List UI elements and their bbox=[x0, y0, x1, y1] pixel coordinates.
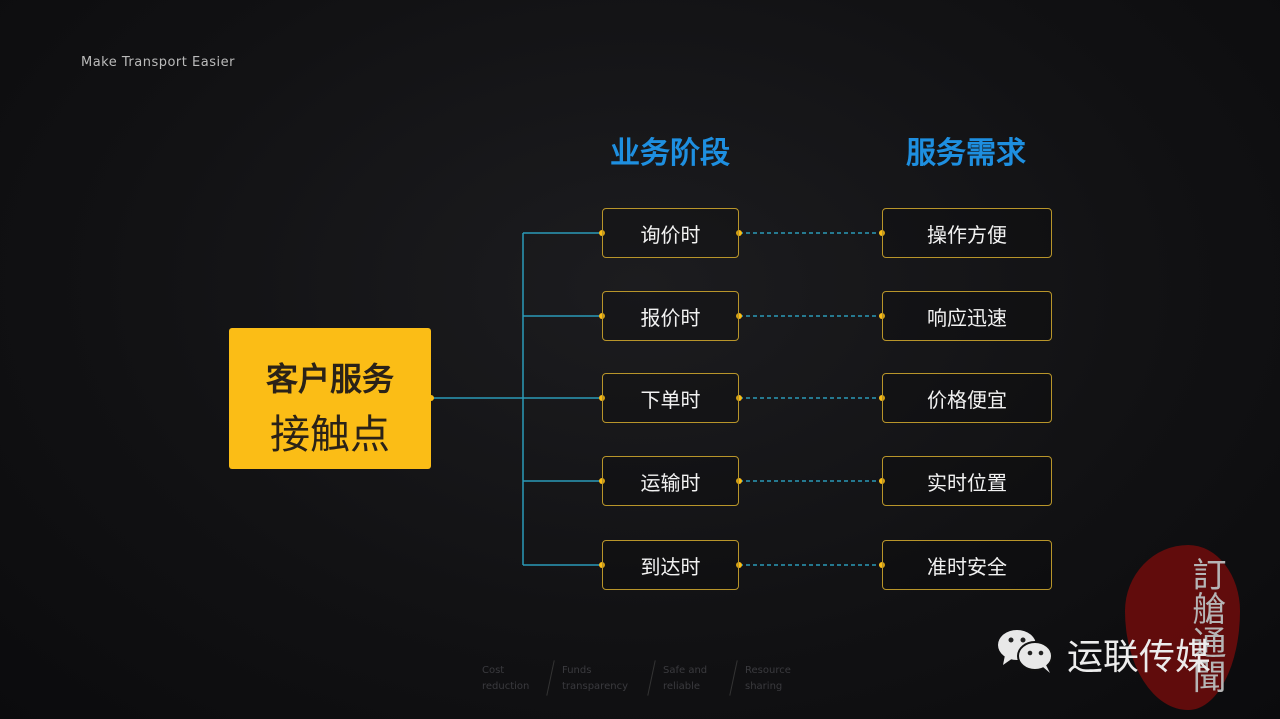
need-label: 价格便宜 bbox=[927, 387, 1007, 412]
footer-item: Funds transparency bbox=[562, 663, 628, 695]
stage-label: 运输时 bbox=[640, 470, 701, 495]
need-label: 响应迅速 bbox=[927, 305, 1007, 330]
stage-box: 到达时 bbox=[602, 540, 739, 590]
footer-line: Cost bbox=[482, 665, 505, 676]
need-box: 价格便宜 bbox=[882, 373, 1052, 423]
need-box: 准时安全 bbox=[882, 540, 1052, 590]
stage-box: 运输时 bbox=[602, 456, 739, 506]
need-label: 准时安全 bbox=[927, 554, 1007, 579]
stage-box: 下单时 bbox=[602, 373, 739, 423]
stage-label: 询价时 bbox=[640, 222, 701, 247]
need-box: 操作方便 bbox=[882, 208, 1052, 258]
footer-item: Safe and reliable bbox=[663, 663, 707, 695]
footer-line: transparency bbox=[562, 681, 628, 692]
footer-line: Safe and bbox=[663, 665, 708, 676]
seal-stamp: 訂艙通聞 bbox=[1125, 545, 1240, 710]
heading-need: 服务需求 bbox=[906, 136, 1026, 171]
core-title: 客户服务 bbox=[265, 360, 394, 398]
need-box: 响应迅速 bbox=[882, 291, 1052, 341]
stage-label: 到达时 bbox=[640, 554, 701, 579]
footer-line: Funds bbox=[562, 665, 592, 676]
need-label: 实时位置 bbox=[927, 470, 1007, 495]
tagline: Make Transport Easier bbox=[81, 55, 235, 70]
footer-line: reduction bbox=[482, 681, 530, 692]
footer-line: sharing bbox=[745, 681, 783, 692]
need-label: 操作方便 bbox=[927, 222, 1007, 247]
connector-dot bbox=[736, 562, 742, 568]
connector-dot bbox=[736, 313, 742, 319]
connector-dot bbox=[736, 230, 742, 236]
stage-label: 报价时 bbox=[640, 305, 701, 330]
footer-line: reliable bbox=[663, 681, 701, 692]
core-subtitle: 接触点 bbox=[270, 412, 390, 458]
footer-line: Resource bbox=[745, 665, 791, 676]
need-box: 实时位置 bbox=[882, 456, 1052, 506]
stage-label: 下单时 bbox=[640, 387, 701, 412]
wechat-icon bbox=[995, 625, 1060, 675]
core-box: 客户服务 接触点 bbox=[229, 328, 431, 469]
connector-dot bbox=[736, 478, 742, 484]
stage-box: 询价时 bbox=[602, 208, 739, 258]
stage-box: 报价时 bbox=[602, 291, 739, 341]
footer-item: Resource sharing bbox=[745, 663, 791, 695]
seal-text: 訂艙通聞 bbox=[1186, 557, 1226, 693]
heading-stage: 业务阶段 bbox=[610, 136, 730, 171]
footer-item: Cost reduction bbox=[482, 663, 529, 695]
connector-dot bbox=[736, 395, 742, 401]
watermark-text: 运联传媒 bbox=[1067, 637, 1212, 678]
